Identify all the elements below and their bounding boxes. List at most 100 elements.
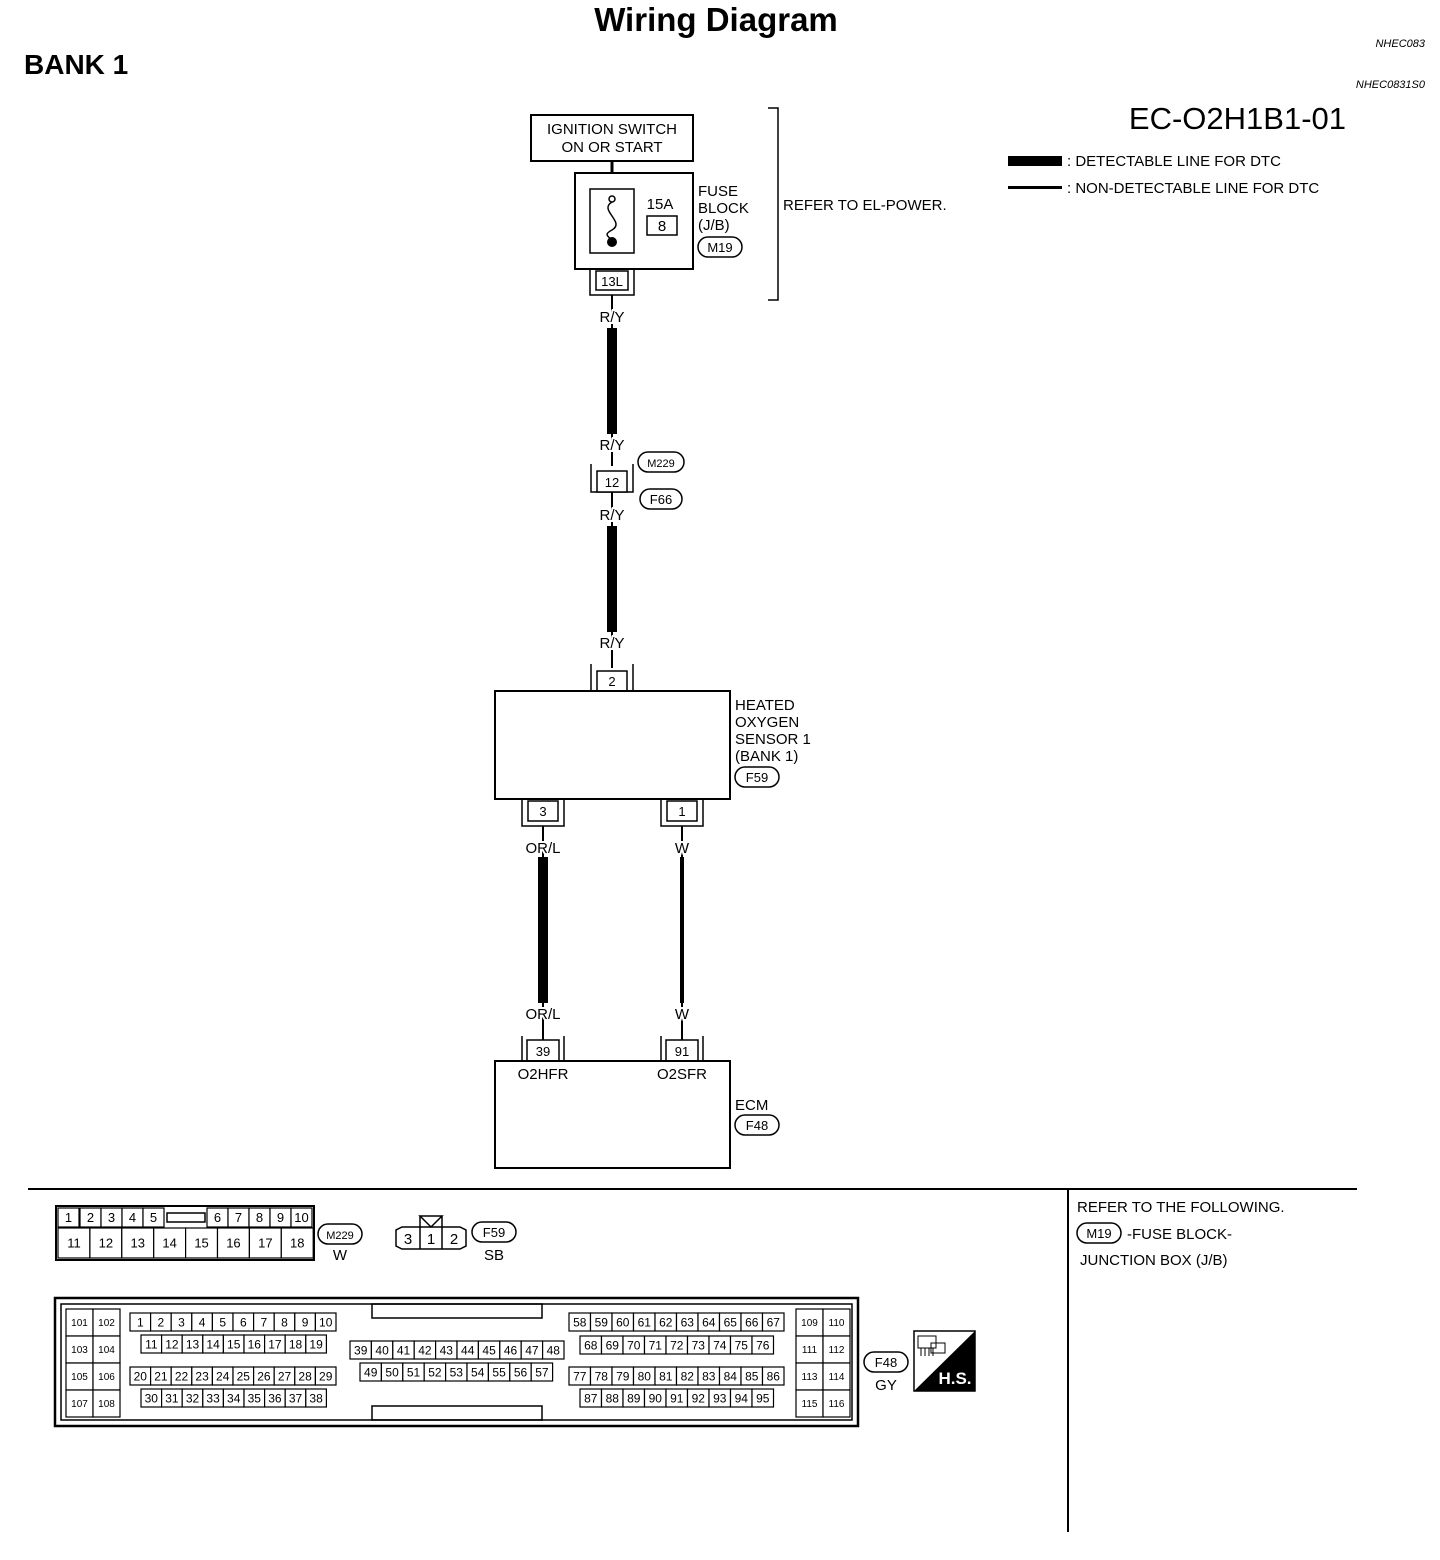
fuse-block-label-3: (J/B) <box>698 217 730 234</box>
m229-pin-label: 7 <box>235 1210 242 1225</box>
f48-pin-label: 105 <box>71 1372 88 1383</box>
ecm-box <box>494 1060 731 1169</box>
f48-pin-label: 90 <box>649 1391 663 1405</box>
m229-pin-cell <box>142 1207 165 1228</box>
f48-pin-label: 62 <box>659 1315 673 1329</box>
f48-pin-label: 42 <box>418 1343 432 1357</box>
f48-pin-label: 57 <box>535 1365 549 1379</box>
f48-pin-label: 75 <box>735 1338 749 1352</box>
f48-pin-label: 12 <box>165 1337 179 1351</box>
refer-panel-line-2: -FUSE BLOCK- <box>1127 1226 1232 1243</box>
f48-pin-label: 93 <box>713 1391 727 1405</box>
f48-pin-label: 30 <box>145 1391 159 1405</box>
wire-1-top-color: R/Y <box>599 309 624 326</box>
f59-color: SB <box>484 1247 504 1264</box>
m229-pin-label: 3 <box>108 1210 115 1225</box>
sensor-label-2: OXYGEN <box>735 714 799 731</box>
refer-panel-title: REFER TO THE FOLLOWING. <box>1077 1199 1285 1216</box>
f48-pin-label: 2 <box>158 1315 165 1329</box>
f48-pin-cell <box>822 1362 851 1391</box>
f48-oval <box>863 1351 909 1373</box>
wire-left-top-color: OR/L <box>525 840 560 857</box>
f48-pin-label: 56 <box>514 1365 528 1379</box>
f48-pin-label: 94 <box>735 1391 749 1405</box>
wire-right-non-detectable <box>680 857 684 1003</box>
ecm-pin-left: 39 <box>536 1044 550 1059</box>
f48-pin-label: 25 <box>237 1369 251 1383</box>
ignition-label-1: IGNITION SWITCH <box>547 121 677 138</box>
f48-pin-label: 9 <box>302 1315 309 1329</box>
wire-left-detectable <box>538 857 548 1003</box>
f48-pin-cell <box>314 1366 337 1386</box>
f48-pin-label: 23 <box>195 1369 209 1383</box>
f48-pin-label: 51 <box>407 1365 421 1379</box>
joint-conn-bottom: F66 <box>650 492 672 507</box>
f48-pin-label: 91 <box>670 1391 684 1405</box>
f48-pin-label: 92 <box>692 1391 706 1405</box>
f48-pin-label: 72 <box>670 1338 684 1352</box>
f48-pin-label: 36 <box>268 1391 282 1405</box>
m229-pin-label: 1 <box>65 1210 72 1225</box>
refer-panel-connector: M19 <box>1086 1226 1111 1241</box>
f48-pin-label: 77 <box>573 1369 587 1383</box>
heated-oxygen-sensor: 2 HEATED OXYGEN SENSOR 1 (BANK 1) F59 3 … <box>494 664 811 827</box>
joint-oval-bottom <box>639 488 683 510</box>
m229-key-slot <box>166 1212 206 1223</box>
f48-pin-label: 19 <box>309 1337 323 1351</box>
f48-pin-label: 38 <box>309 1391 323 1405</box>
joint-terminal: 12 <box>605 475 619 490</box>
f48-pin-label: 78 <box>595 1369 609 1383</box>
f48-pin-label: 68 <box>584 1338 598 1352</box>
f48-pin-label: 60 <box>616 1315 630 1329</box>
f48-pin-cell <box>761 1366 785 1386</box>
wire-2-detectable <box>607 526 617 632</box>
f48-pin-label: 46 <box>504 1343 518 1357</box>
fuse-terminal-top <box>608 195 616 203</box>
fuse-amp: 15A <box>647 196 674 213</box>
m229-pin-cell <box>121 1227 155 1259</box>
f48-pin-label: 50 <box>385 1365 399 1379</box>
sensor-label-1: HEATED <box>735 697 795 714</box>
f48-pin-label: 26 <box>257 1369 271 1383</box>
sensor-right-terminal-box <box>666 800 698 822</box>
f59-id: F59 <box>483 1225 505 1240</box>
wire-1-detectable <box>607 328 617 434</box>
f48-pin-label: 95 <box>756 1391 770 1405</box>
m229-pin-cell <box>248 1227 282 1259</box>
joint-oval-top <box>637 451 685 473</box>
f48-pin-cell <box>761 1312 785 1332</box>
f48-pin-label: 3 <box>178 1315 185 1329</box>
f48-pin-label: 111 <box>802 1345 818 1356</box>
refer-el-power: REFER TO EL-POWER. <box>783 197 947 214</box>
f48-pin-label: 106 <box>98 1372 115 1383</box>
fuse-terminal-bottom <box>607 237 617 247</box>
f48-pin-label: 1 <box>137 1315 144 1329</box>
m229-pin-cell <box>290 1207 313 1228</box>
fuse-block-label-2: BLOCK <box>698 200 749 217</box>
ignition-switch: IGNITION SWITCH ON OR START <box>530 114 694 162</box>
m229-pin-label: 12 <box>99 1236 113 1251</box>
legend-thin-line <box>1008 186 1062 189</box>
wire-right-top-color: W <box>675 840 690 857</box>
f48-pin-label: 18 <box>289 1337 303 1351</box>
fuse-block-connector: M19 <box>707 240 732 255</box>
f48-id: F48 <box>875 1355 897 1370</box>
f48-pin-label: 79 <box>616 1369 630 1383</box>
m229-pin-label: 15 <box>194 1236 208 1251</box>
f48-pin-cell <box>314 1312 337 1332</box>
sensor-connector: F59 <box>746 770 768 785</box>
m229-pin-cell <box>153 1227 187 1259</box>
m229-pin-cell <box>57 1207 80 1228</box>
refer-panel-oval <box>1076 1222 1122 1244</box>
f48-pin-cell <box>530 1362 554 1382</box>
f48-pin-cell <box>822 1389 851 1418</box>
f48-pin-label: 61 <box>638 1315 652 1329</box>
f48-outer <box>53 1296 860 1428</box>
f48-pin-label: 24 <box>216 1369 230 1383</box>
f59-outline <box>395 1226 467 1250</box>
f48-pin-label: 67 <box>767 1315 781 1329</box>
f48-pin-label: 65 <box>724 1315 738 1329</box>
f48-pin-label: 31 <box>165 1391 179 1405</box>
